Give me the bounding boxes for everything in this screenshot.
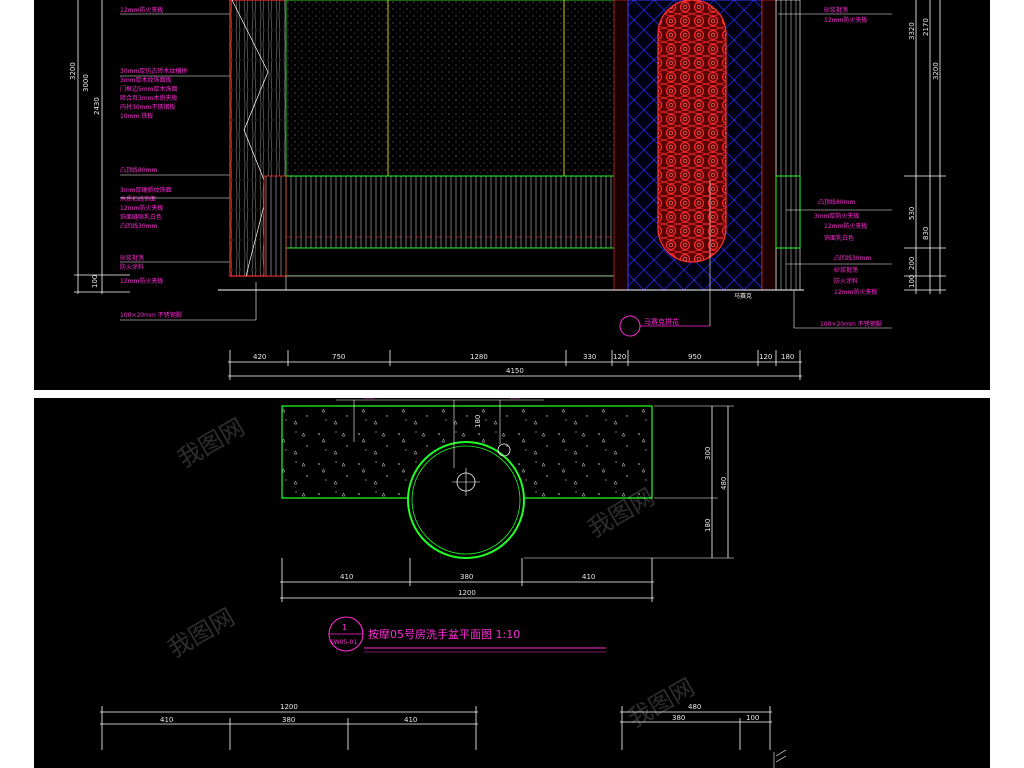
mosaic-callout: 马赛克拼花 [619,180,711,337]
right-leader-lines [778,13,892,329]
left-note: 3mm厚硬质纹饰面 [120,186,172,194]
right-note: 饰面乳白色 [824,234,854,242]
right-note: 100×20mm 不锈钢脚 [820,320,882,328]
left-note: 12mm防火夹板 [120,277,163,285]
right-note: 12mm防火夹板 [824,222,867,230]
watermark-text: 我图网 [173,413,249,473]
left-note: 内衬30mm不锈钢板 [120,103,175,111]
right-note: 砂浆批荡 [834,266,858,274]
leader-note-left: —— [364,398,374,402]
depth-bottom-dim: 180 [704,519,712,532]
section-total-dim: 1200 [280,703,298,711]
basin-plan-panel: —— —— 180 300 480 180 410 380 410 1200 1… [34,398,990,768]
bottom-dim: 180 [781,353,794,361]
section-dimensions: 1200 410 380 410 480 380 100 [100,703,787,768]
right-dim-7: 100 [908,275,916,288]
left-note: 3mm厚木纹饰面板 [120,76,172,84]
right-dim-5: 830 [922,227,930,240]
wainscot-panel [285,175,617,249]
left-dim-3: 2430 [93,97,101,115]
width-mid-dim: 380 [460,573,473,581]
bottom-dim: 120 [613,353,626,361]
left-note: 防火涂料 [120,263,144,271]
right-note: 凸凹线30mm [834,254,871,262]
left-dim-1: 3200 [69,62,77,80]
side-total-dim: 480 [688,703,701,711]
watermark-text: 我图网 [163,603,239,663]
mid-label: 马赛克拼花 [644,317,679,326]
left-note: 12mm防火夹板 [120,6,163,14]
left-note: 凸凹线30mm [120,222,157,230]
marker-number: 1 [342,623,347,632]
basin-countertop [281,405,653,559]
right-note: 12mm防火夹板 [834,288,877,296]
left-note: 门框边5mm厚木饰面 [120,85,178,93]
width-dimensions: 410 380 410 1200 [280,558,654,602]
basin-plan-drawing: —— —— 180 300 480 180 410 380 410 1200 1… [100,398,787,768]
right-dim-6: 200 [908,257,916,270]
left-note: 10mm 铁板 [120,112,153,120]
left-note: 12mm防火夹板 [120,204,163,212]
right-annotations: 砂浆批荡 12mm防火夹板 凸顶线80mm 3mm厚防火夹板 12mm防火夹板 … [814,6,882,328]
right-dimension-chain: 3320 2170 3200 530 830 200 100 [904,0,946,294]
fabric-wall-panel [285,0,617,177]
bottom-dim: 420 [253,353,266,361]
mosaic-medallion [657,0,727,263]
left-note: 木质扣线饰面 [120,195,156,203]
section-right-dim: 410 [404,716,417,724]
left-note: 30mm厚仿古砖木纹横拼 [120,67,187,75]
bottom-dim: 950 [688,353,701,361]
wall-elevation: 马赛克 [218,0,804,300]
faucet-dim: 180 [474,415,482,428]
drawing-title-block: 1 SW05-01 按摩05号房洗手盆平面图 1:10 [328,616,606,653]
width-total-dim: 1200 [458,589,476,597]
right-note: 凸顶线80mm [818,198,855,206]
left-note: 凸顶线80mm [120,166,157,174]
elevation-drawing-panel: 3200 3000 2430 100 12mm防火夹板 30mm厚仿古砖木纹横拼… [34,0,990,390]
leader-note-right: —— [510,398,520,402]
depth-total-dim: 480 [720,477,728,490]
top-leaders [336,399,544,468]
basin-bowl-outer [407,441,525,559]
bottom-dim: 1280 [470,353,488,361]
depth-top-dim: 300 [704,447,712,460]
bottom-total-dim: 4150 [506,367,524,375]
left-note: 饰面缝隙乳白色 [120,213,162,221]
right-dim-3: 3200 [932,62,940,80]
width-right-dim: 410 [582,573,595,581]
section-left-dim: 410 [160,716,173,724]
left-note: 砂浆批荡 [120,254,144,262]
right-note: 12mm防火夹板 [824,16,867,24]
bottom-dim: 120 [759,353,772,361]
watermark-text: 我图网 [623,673,699,733]
right-note: 砂浆批荡 [824,6,848,14]
left-note: 暗合页3mm木质夹板 [120,94,178,102]
side-b-dim: 100 [746,714,759,722]
marker-sheet: SW05-01 [330,639,357,646]
elevation-drawing: 3200 3000 2430 100 12mm防火夹板 30mm厚仿古砖木纹横拼… [69,0,946,380]
depth-dimensions: 300 480 180 [524,405,734,559]
small-label: 马赛克 [734,292,752,300]
right-dim-4: 530 [908,207,916,220]
right-note: 3mm厚防火夹板 [814,212,860,220]
bottom-dim: 750 [332,353,345,361]
bottom-dimension-chain: 420 750 1280 330 120 950 120 180 4150 [228,350,802,380]
right-dim-1: 3320 [908,22,916,40]
left-note: 100×20mm 不锈钢脚 [120,311,182,319]
side-a-dim: 380 [672,714,685,722]
faucet-icon [497,443,511,457]
left-dimension-chain: 3200 3000 2430 100 [69,0,130,294]
left-annotations: 12mm防火夹板 30mm厚仿古砖木纹横拼 3mm厚木纹饰面板 门框边5mm厚木… [120,6,187,319]
bottom-dim: 330 [583,353,596,361]
right-dim-2: 2170 [922,18,930,36]
right-note: 防火涂料 [834,277,858,285]
left-dim-2: 3000 [82,74,90,92]
width-left-dim: 410 [340,573,353,581]
plan-title: 按摩05号房洗手盆平面图 1:10 [368,627,520,641]
left-dim-4: 100 [91,275,99,288]
basin-bowl-inner [411,445,521,555]
section-mid-dim: 380 [282,716,295,724]
